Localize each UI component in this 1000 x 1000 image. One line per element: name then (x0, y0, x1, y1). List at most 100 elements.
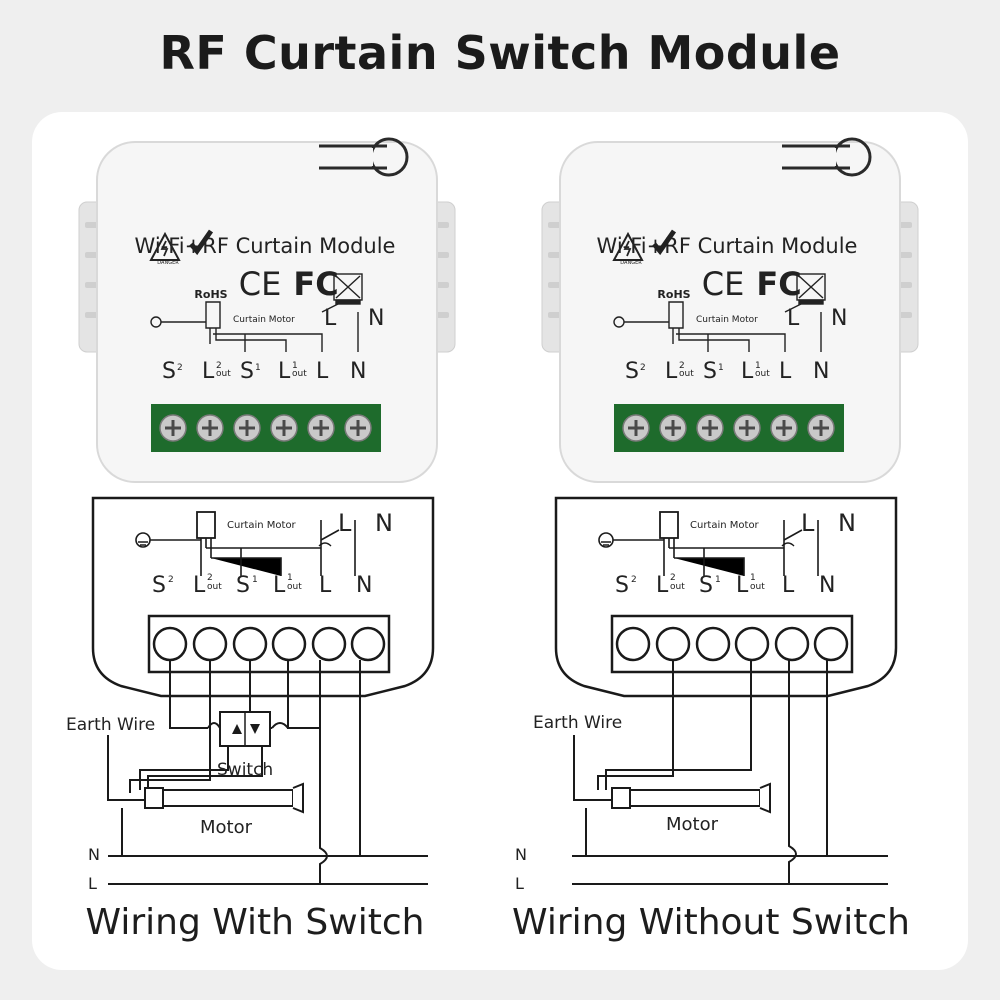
terminal-block-left (151, 404, 381, 452)
svg-text:Wi-Fi+RF Curtain Module: Wi-Fi+RF Curtain Module (597, 234, 858, 258)
svg-text:FC: FC (756, 265, 801, 303)
svg-text:out: out (216, 369, 231, 379)
caption-right: Wiring Without Switch (512, 902, 910, 943)
svg-text:S: S (703, 359, 717, 384)
svg-text:1: 1 (252, 575, 258, 585)
rohs-label: RoHS (194, 288, 227, 301)
svg-text:L: L (656, 573, 669, 598)
svg-text:S: S (240, 359, 254, 384)
svg-text:L: L (779, 359, 792, 384)
svg-text:1: 1 (750, 573, 756, 583)
svg-text:S: S (699, 573, 713, 598)
schematic-right-labels: Curtain Motor L N S 2 L 2 out S 1 L 1 ou… (615, 509, 856, 598)
svg-text:1: 1 (718, 363, 724, 373)
svg-text:2: 2 (640, 363, 646, 373)
fc-mark: FC (293, 265, 338, 303)
svg-text:RoHS: RoHS (657, 288, 690, 301)
svg-text:1: 1 (287, 573, 293, 583)
svg-text:N: N (831, 306, 847, 331)
danger-label: DANGER (157, 260, 179, 266)
svg-text:L: L (202, 359, 215, 384)
svg-text:S: S (236, 573, 250, 598)
page-title: RF Curtain Switch Module (159, 26, 841, 80)
svg-text:DANGER: DANGER (620, 260, 642, 266)
svg-text:Earth Wire: Earth Wire (533, 713, 622, 733)
svg-text:S: S (615, 573, 629, 598)
svg-text:2: 2 (168, 575, 174, 585)
svg-text:N: N (350, 359, 366, 384)
svg-text:Curtain Motor: Curtain Motor (696, 315, 758, 325)
svg-text:N: N (356, 573, 372, 598)
wiring-right (572, 660, 888, 885)
line-n-label: N (88, 845, 100, 864)
svg-text:out: out (750, 582, 765, 592)
earth-wire-label: Earth Wire (66, 715, 155, 735)
module-label: Wi-Fi+RF Curtain Module (135, 234, 396, 258)
curtain-motor-label: Curtain Motor (233, 315, 295, 325)
svg-text:L: L (782, 573, 795, 598)
motor-right (611, 783, 771, 813)
svg-text:L: L (736, 573, 749, 598)
module-left-schematic (150, 273, 363, 352)
svg-text:out: out (670, 582, 685, 592)
module-right-labels: Wi-Fi+RF Curtain Module DANGER RoHS CE F… (597, 234, 858, 331)
svg-text:N: N (375, 509, 393, 537)
svg-text:1: 1 (715, 575, 721, 585)
svg-text:L: L (193, 573, 206, 598)
line-l-label: L (88, 874, 97, 893)
module-l-label: L (324, 306, 337, 331)
svg-text:S: S (625, 359, 639, 384)
svg-text:2: 2 (207, 573, 213, 583)
svg-text:1: 1 (755, 361, 761, 371)
svg-text:Curtain Motor: Curtain Motor (227, 520, 297, 531)
svg-text:S: S (152, 573, 166, 598)
svg-text:1: 1 (255, 363, 261, 373)
svg-text:L: L (515, 874, 524, 893)
module-left-terminal-labels: S 2 L 2 out S 1 L 1 out L N (162, 359, 366, 384)
terminal-block-right (614, 404, 844, 452)
svg-text:Motor: Motor (666, 814, 719, 835)
svg-text:N: N (813, 359, 829, 384)
svg-text:Curtain Motor: Curtain Motor (690, 520, 760, 531)
module-right-terminal-labels: S 2 L 2 out S 1 L 1 out L N (625, 359, 829, 384)
diagram-left-labels: Earth Wire Switch Motor N L (66, 715, 273, 893)
svg-text:N: N (838, 509, 856, 537)
svg-text:out: out (287, 582, 302, 592)
arrow-down-icon (250, 724, 260, 734)
svg-text:1: 1 (292, 361, 298, 371)
diagram-right-labels: Earth Wire Motor N L (515, 713, 719, 893)
ce-mark: CE (239, 265, 282, 303)
schematic-left-labels: Curtain Motor L N S 2 L 2 out S 1 L 1 ou… (152, 509, 393, 598)
svg-text:CE: CE (702, 265, 745, 303)
svg-text:S: S (162, 359, 176, 384)
arrow-up-icon (232, 724, 242, 734)
module-left-labels: Wi-Fi+RF Curtain Module DANGER RoHS CE F… (135, 234, 396, 331)
svg-text:2: 2 (679, 361, 685, 371)
switch-left (219, 711, 271, 747)
svg-text:out: out (755, 369, 770, 379)
motor-left (144, 783, 304, 813)
svg-text:L: L (273, 573, 286, 598)
svg-text:L: L (665, 359, 678, 384)
svg-text:L: L (801, 509, 815, 537)
svg-text:L: L (316, 359, 329, 384)
svg-text:L: L (278, 359, 291, 384)
svg-text:L: L (787, 306, 800, 331)
switch-label: Switch (217, 760, 273, 780)
motor-label: Motor (200, 817, 253, 838)
svg-text:L: L (319, 573, 332, 598)
caption-left: Wiring With Switch (85, 902, 425, 943)
svg-text:out: out (207, 582, 222, 592)
module-right-schematic (613, 273, 826, 352)
svg-text:L: L (338, 509, 352, 537)
svg-text:out: out (292, 369, 307, 379)
svg-text:out: out (679, 369, 694, 379)
svg-text:2: 2 (177, 363, 183, 373)
svg-text:L: L (741, 359, 754, 384)
svg-text:2: 2 (670, 573, 676, 583)
svg-text:2: 2 (216, 361, 222, 371)
svg-text:N: N (819, 573, 835, 598)
svg-text:2: 2 (631, 575, 637, 585)
module-n-label: N (368, 306, 384, 331)
